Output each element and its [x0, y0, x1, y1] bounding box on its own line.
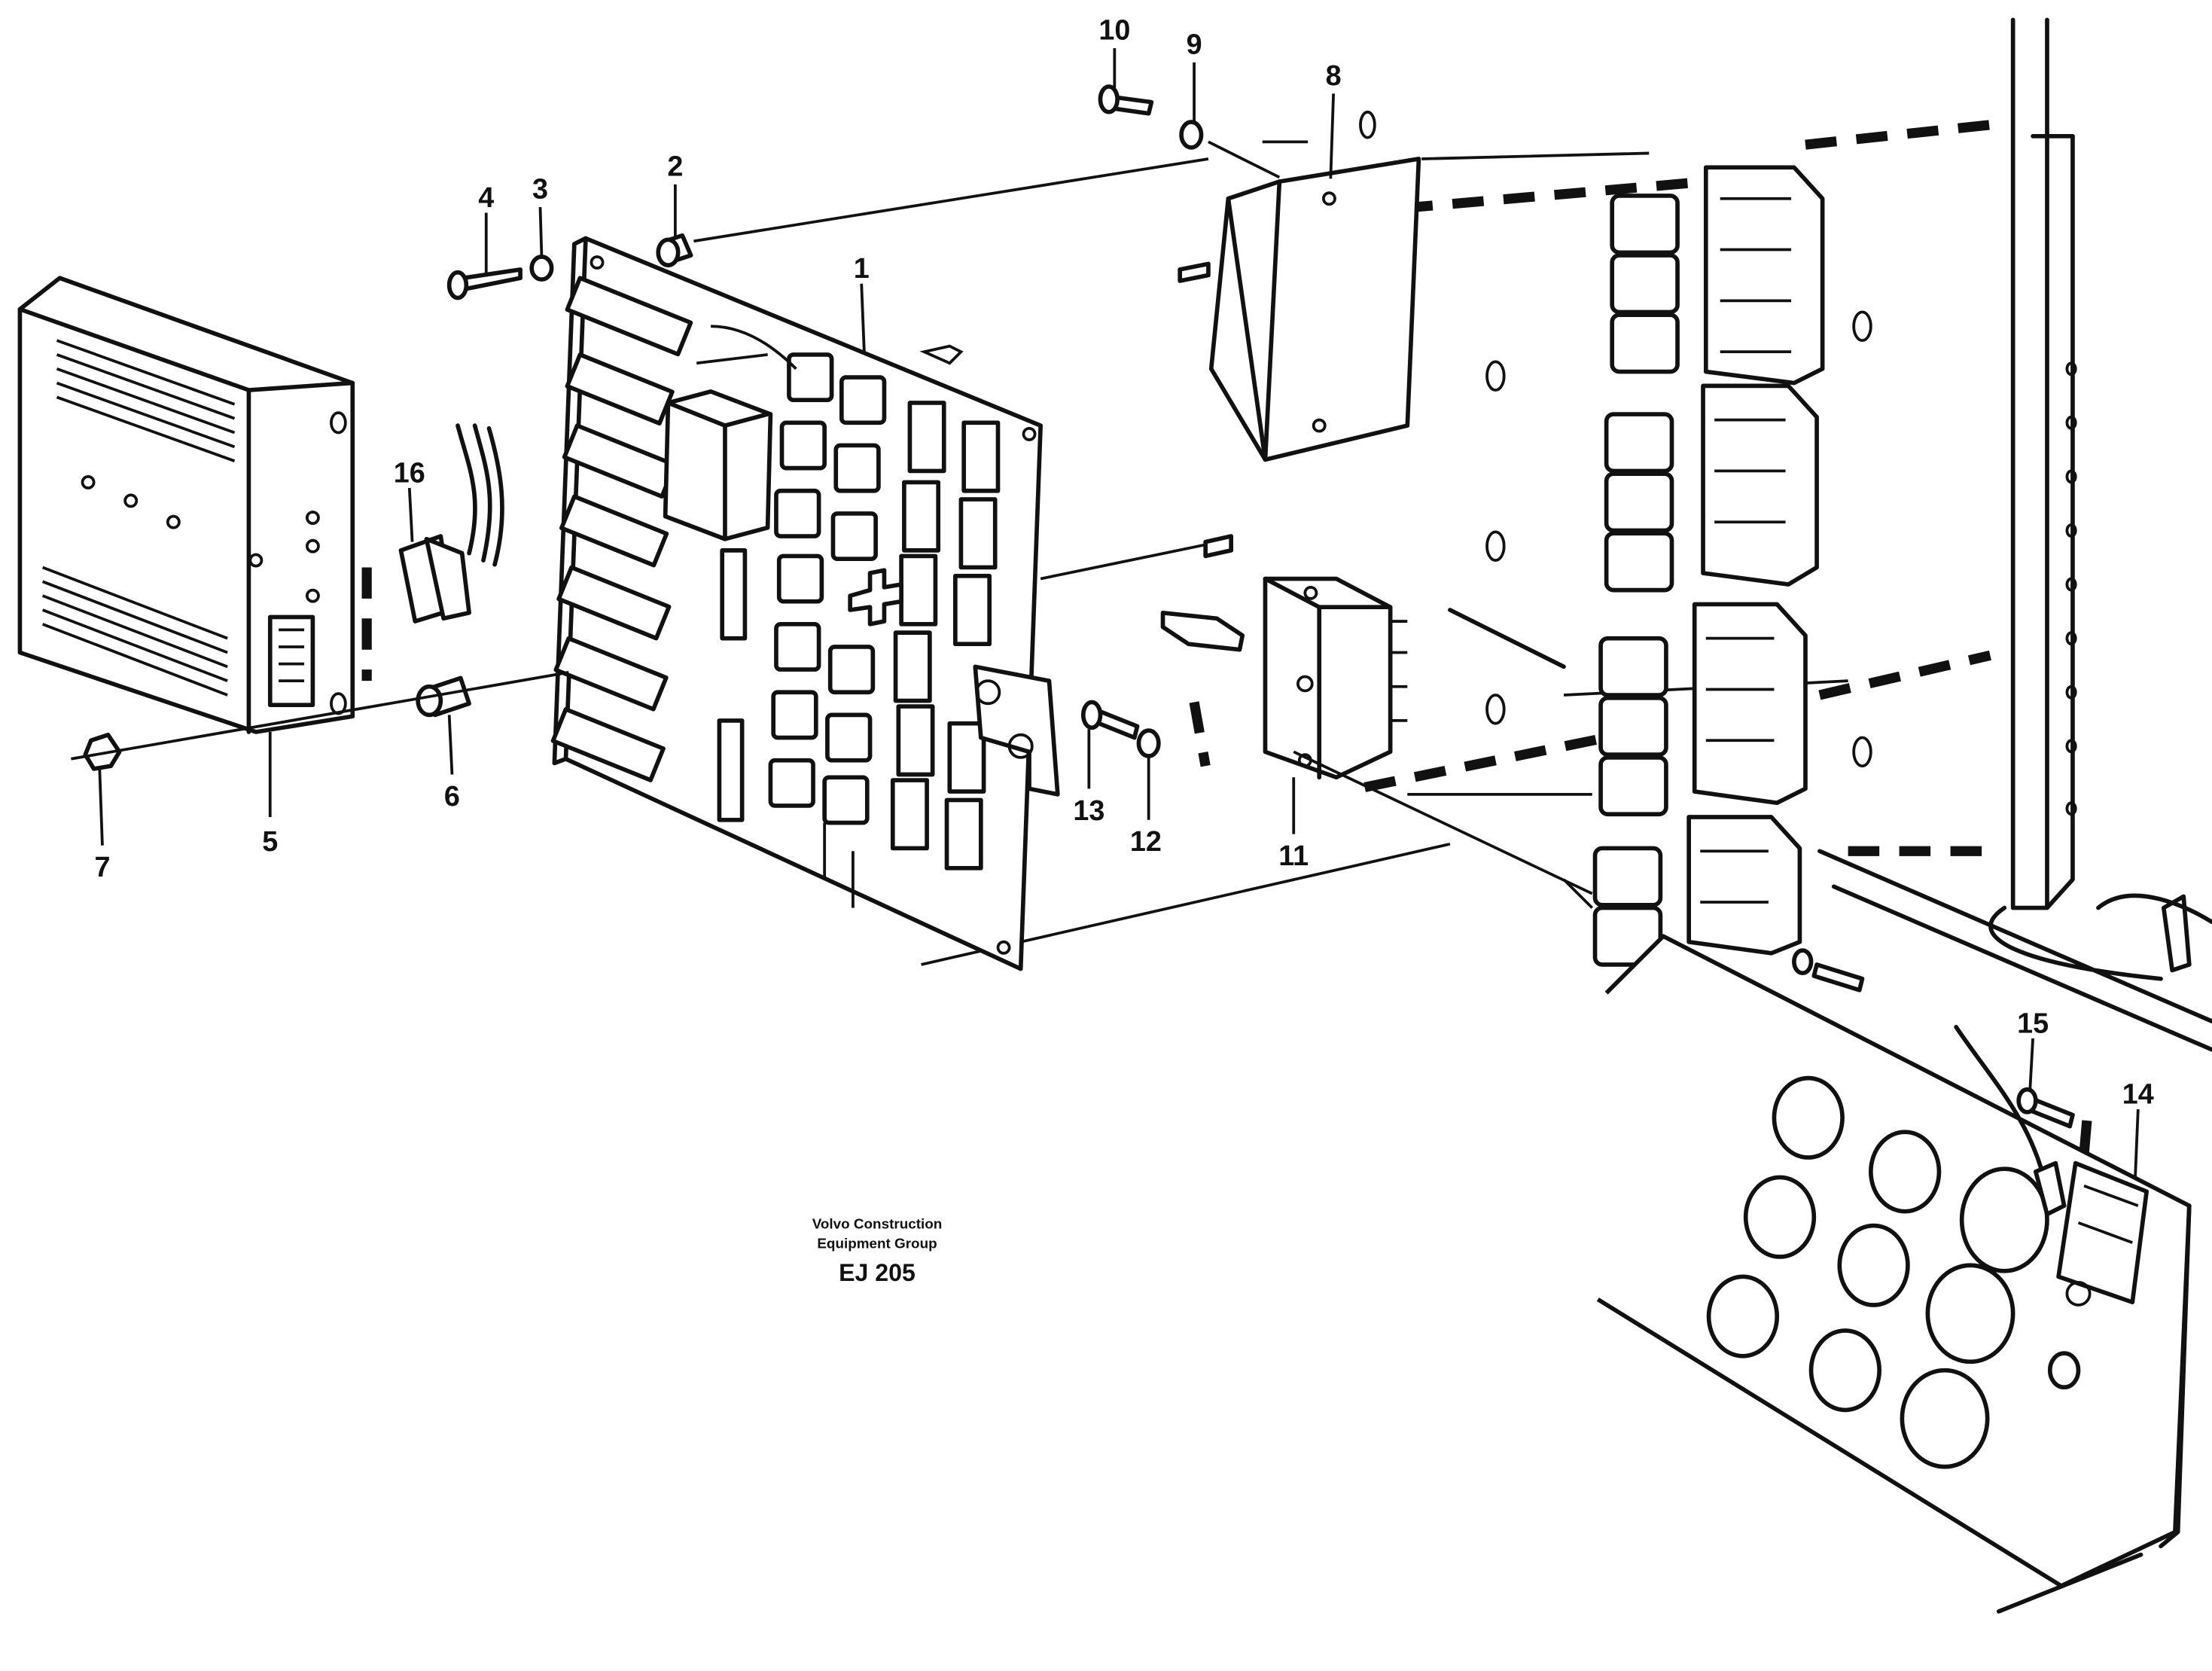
relay-group-4 [1592, 815, 1802, 967]
callout-leaders [98, 48, 2140, 1178]
callout-16: 16 [394, 456, 425, 488]
callout-1: 1 [854, 252, 870, 284]
callout-10: 10 [1098, 14, 1130, 46]
callout-8: 8 [1326, 59, 1342, 91]
callout-4: 4 [478, 181, 494, 213]
callout-14: 14 [2122, 1078, 2154, 1110]
dashboard-panel [1596, 934, 2192, 1614]
gauge-holes [1706, 1075, 2081, 1469]
caption-group: Equipment Group [817, 1236, 937, 1252]
bottom-left-fasteners [71, 671, 569, 771]
callout-15: 15 [2017, 1007, 2049, 1038]
terminal-block [1160, 576, 1408, 780]
board-relays [768, 352, 887, 825]
pillar-holes [2065, 361, 2077, 816]
callout-7: 7 [94, 851, 110, 883]
callout-12: 12 [1130, 825, 1162, 857]
callout-13: 13 [1073, 794, 1104, 826]
board-left-connectors [550, 276, 693, 782]
caption-code: EJ 205 [839, 1259, 916, 1286]
callout-9: 9 [1187, 29, 1202, 60]
drawing-caption: Volvo Construction Equipment Group EJ 20… [812, 1215, 943, 1286]
callout-6: 6 [444, 780, 460, 812]
cover-plate [1178, 110, 1421, 462]
relay-group-1 [1610, 165, 1825, 386]
cab-structure [921, 17, 2212, 1052]
callout-labels: 1 2 3 4 5 6 7 8 9 10 11 12 13 14 15 16 [94, 14, 2153, 1110]
wire-connector [398, 423, 504, 624]
callout-3: 3 [532, 173, 548, 205]
caption-company: Volvo Construction [812, 1215, 943, 1231]
callout-5: 5 [262, 825, 278, 857]
board-fuse-holders [890, 401, 1001, 871]
relay-group-3 [1598, 602, 1808, 817]
relay-group-2 [1604, 383, 1819, 593]
top-fasteners [446, 157, 1209, 300]
callout-11: 11 [1278, 840, 1309, 871]
control-unit-box [17, 276, 355, 734]
circuit-board [550, 236, 1060, 971]
middle-fasteners [919, 344, 1593, 895]
relay-bank [1562, 165, 1865, 1011]
callout-2: 2 [667, 151, 683, 182]
top-right-fasteners [1098, 84, 1281, 179]
